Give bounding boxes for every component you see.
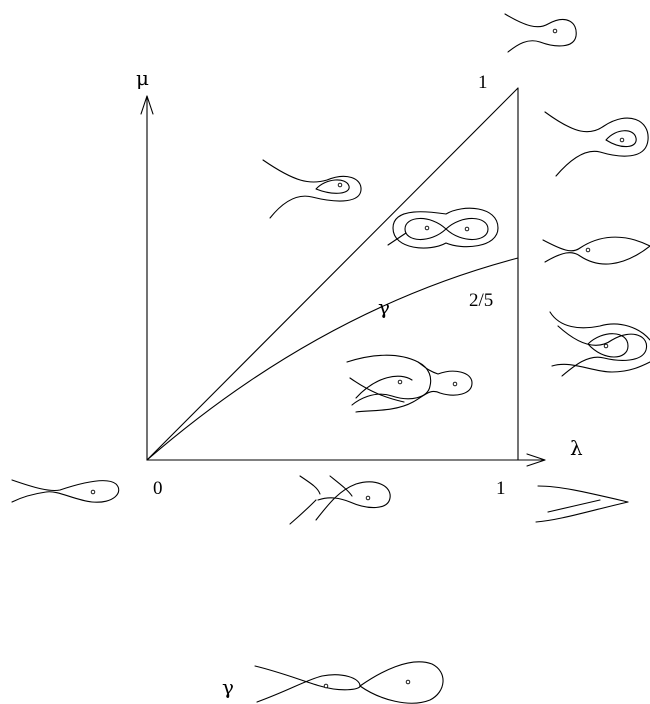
right-equilibrium bbox=[464, 226, 470, 232]
outer-cycle bbox=[392, 207, 499, 249]
phase-portrait-lambda-axis bbox=[289, 475, 391, 525]
left-branch-upper bbox=[299, 475, 321, 495]
phase-portrait-figure-eight bbox=[387, 207, 499, 249]
x-tick-label-one: 1 bbox=[496, 478, 506, 499]
right-loop bbox=[359, 661, 444, 704]
lower-branch bbox=[544, 245, 650, 265]
phase-portrait-right-bottom bbox=[535, 485, 629, 523]
phase-portrait-gamma bbox=[254, 661, 444, 704]
left-branch-lower bbox=[289, 499, 317, 525]
lambda-axis-label: λ bbox=[570, 436, 583, 460]
outer-upper bbox=[549, 311, 650, 341]
separatrix-loop bbox=[504, 13, 577, 53]
phase-portrait-top-right bbox=[504, 13, 577, 53]
phase-portrait-right-lower bbox=[549, 311, 650, 377]
figure-eight-separatrix bbox=[404, 217, 489, 241]
upper-branch bbox=[329, 475, 353, 497]
separatrix-loop bbox=[544, 111, 649, 177]
bottom-gamma-label: γ bbox=[222, 675, 234, 699]
separatrix-loop bbox=[557, 325, 648, 377]
region-boundaries bbox=[146, 87, 519, 461]
phase-portrait-right-upper bbox=[544, 111, 649, 177]
equilibrium-point bbox=[552, 28, 558, 34]
outer-lower bbox=[551, 361, 650, 373]
separatrix-loop bbox=[315, 481, 391, 521]
lower-cusp-branch bbox=[535, 501, 629, 523]
upper-cusp-branch bbox=[537, 485, 629, 503]
equilibrium-point bbox=[90, 489, 96, 495]
phase-portrait-origin-left bbox=[11, 479, 120, 503]
left-equilibrium bbox=[323, 683, 329, 689]
inner-cycle bbox=[587, 333, 629, 358]
inner-cusp-branch bbox=[547, 499, 601, 513]
mu-axis-arrowhead bbox=[140, 95, 154, 115]
upper-branch bbox=[542, 236, 650, 252]
left-loop bbox=[254, 665, 361, 703]
phase-portrait-upper-left bbox=[262, 159, 362, 219]
equilibrium-point bbox=[603, 343, 609, 349]
left-tail bbox=[387, 232, 407, 246]
left-equilibrium bbox=[424, 225, 430, 231]
separatrix-loop bbox=[11, 479, 120, 503]
equilibrium-point bbox=[585, 247, 591, 253]
inner-cycle bbox=[605, 130, 637, 148]
equilibrium-point bbox=[619, 137, 625, 143]
separatrix-loop bbox=[262, 159, 362, 219]
channel-upper bbox=[355, 361, 473, 413]
phase-portrait-lower-region bbox=[346, 354, 473, 413]
right-equilibrium bbox=[405, 679, 411, 685]
right-equilibrium bbox=[452, 381, 458, 387]
equilibrium-point bbox=[365, 495, 371, 501]
left-equilibrium bbox=[397, 379, 403, 385]
channel-lower bbox=[349, 377, 405, 403]
left-loop-lower bbox=[355, 375, 413, 399]
inner-cycle bbox=[315, 179, 350, 194]
phase-portrait-right-middle bbox=[542, 236, 650, 265]
origin-label: 0 bbox=[153, 478, 163, 499]
left-loop-upper bbox=[346, 354, 432, 406]
mu-axis-label: μ bbox=[136, 66, 149, 90]
gamma-curve bbox=[146, 257, 519, 461]
gamma-curve-label: γ bbox=[378, 295, 390, 319]
lambda-axis-arrowhead bbox=[526, 453, 546, 467]
equilibrium-point bbox=[337, 182, 343, 188]
axes bbox=[140, 87, 546, 467]
diagonal-line bbox=[146, 87, 519, 461]
y-tick-label-one: 1 bbox=[478, 72, 488, 93]
gamma-end-label: 2/5 bbox=[469, 290, 493, 311]
